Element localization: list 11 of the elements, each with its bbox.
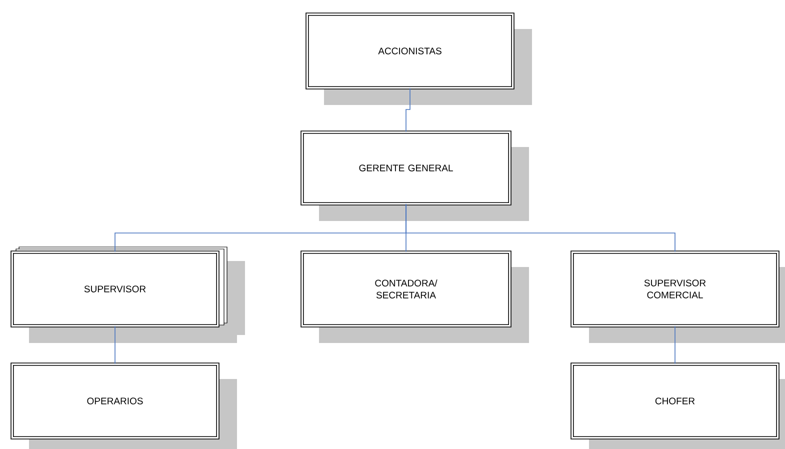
connector-line [674,326,676,364]
connector-line [406,88,410,132]
org-box: GERENTE GENERAL [300,130,529,221]
org-box: SUPERVISOR COMERCIAL [570,250,785,343]
org-box: ACCIONISTAS [306,12,532,105]
connector-line [406,204,676,252]
org-box: CHOFER [570,362,785,449]
org-box: SUPERVISOR [10,246,245,343]
org-box: CONTADORA/ SECRETARIA [300,250,529,343]
connector-line [114,326,116,364]
org-box: OPERARIOS [10,362,237,449]
